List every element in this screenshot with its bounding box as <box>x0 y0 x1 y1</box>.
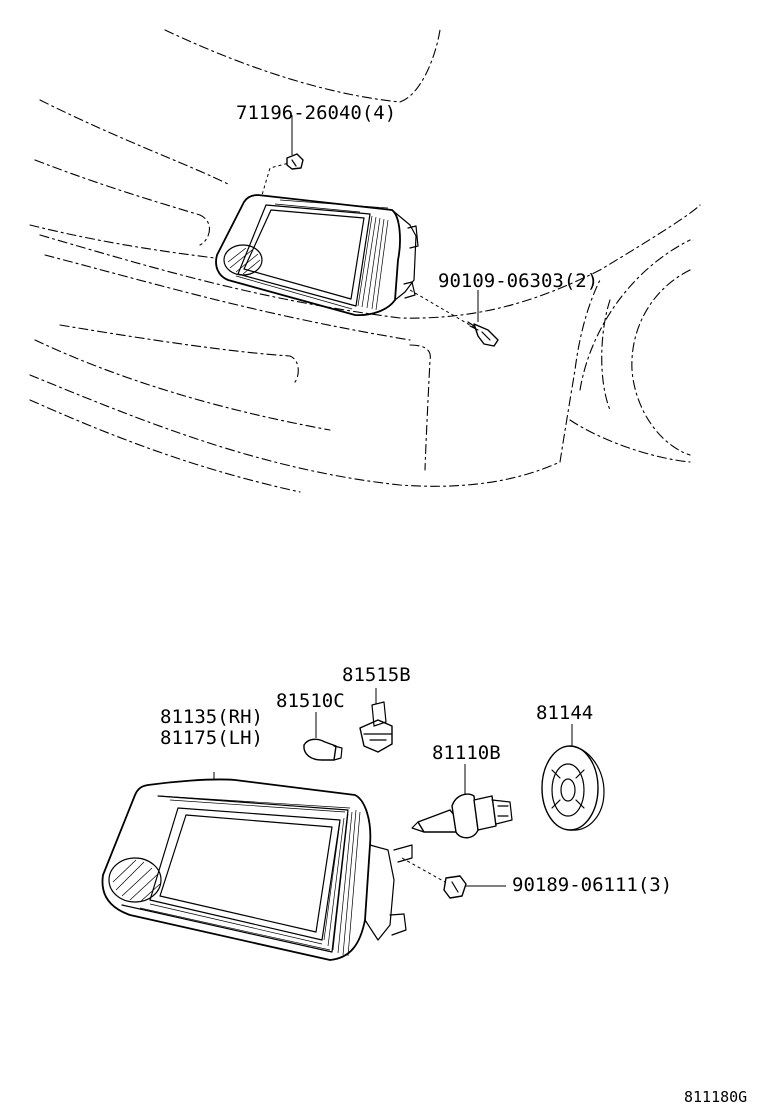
halogen-bulb-icon <box>411 793 513 839</box>
socket-cover-icon <box>541 745 605 831</box>
label-headlamp-rh: 81135(RH) <box>160 706 263 728</box>
label-wedge-bulb: 81510C <box>276 690 345 712</box>
clip-icon <box>261 153 304 196</box>
label-headlamp-lh: 81175(LH) <box>160 727 263 749</box>
label-halogen-bulb: 81110B <box>432 742 501 764</box>
screw-icon <box>409 289 499 347</box>
bulb-socket-icon <box>359 701 393 753</box>
label-clip: 71196-26040(4) <box>236 102 397 124</box>
headlamp-installed <box>215 194 419 316</box>
label-bulb-socket: 81515B <box>342 664 411 686</box>
wedge-bulb-icon <box>303 738 343 761</box>
label-nut: 90189-06111(3) <box>512 874 673 896</box>
vehicle-body-phantom <box>29 29 701 493</box>
figure-code: 811180G <box>684 1088 748 1106</box>
label-socket-cover: 81144 <box>536 702 594 724</box>
nut-icon <box>401 857 506 899</box>
headlamp-assembly <box>101 772 413 961</box>
label-screw: 90109-06303(2) <box>438 270 599 292</box>
